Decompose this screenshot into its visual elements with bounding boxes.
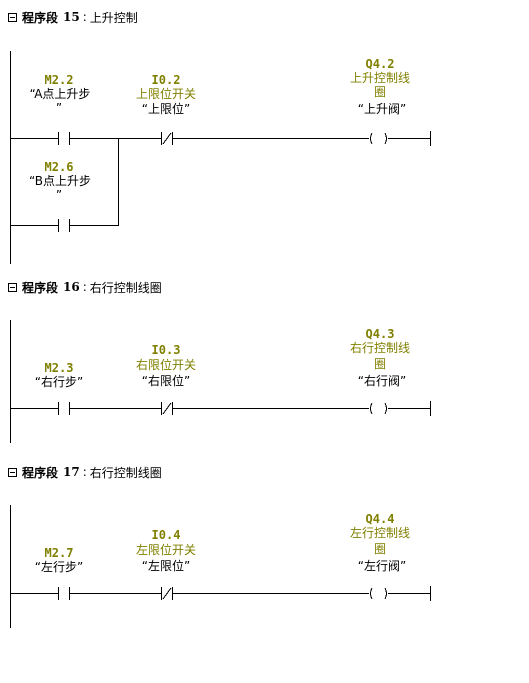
coil-comment-cont: 圈: [373, 542, 386, 556]
network-header[interactable]: 程序段 16 : 右行控制线圈: [8, 278, 162, 296]
coil-comment: 右行控制线: [349, 341, 410, 355]
network-separator: :: [82, 10, 87, 24]
network-separator: :: [82, 465, 87, 479]
coil-q4-2: [370, 132, 387, 145]
coil-address: Q4.2: [365, 57, 395, 71]
network-number: 16: [63, 280, 80, 294]
coil-symbol: “左行阀”: [357, 559, 407, 573]
coil-comment: 左行控制线: [349, 526, 410, 540]
network-prefix: 程序段: [22, 10, 59, 25]
contact-symbol: “左行步”: [34, 560, 84, 574]
nc-contact-i0-3: [161, 402, 173, 415]
collapse-icon[interactable]: [8, 467, 17, 477]
network-prefix: 程序段: [22, 280, 59, 295]
network-header[interactable]: 程序段 17 : 右行控制线圈: [8, 463, 162, 481]
coil-symbol: “右行阀”: [357, 374, 407, 388]
network-header[interactable]: 程序段 15 : 上升控制: [8, 8, 138, 26]
collapse-icon[interactable]: [8, 12, 17, 22]
contact-comment: 左限位开关: [135, 543, 196, 557]
no-contact-m2-3: [58, 402, 70, 415]
no-contact-m2-7: [58, 587, 70, 600]
network-title: 右行控制线圈: [89, 465, 162, 480]
contact-symbol: “左限位”: [141, 559, 191, 573]
contact-symbol-cont: ”: [55, 188, 63, 202]
contact-address: I0.3: [151, 343, 181, 357]
network-title: 上升控制: [89, 10, 138, 25]
network-number: 15: [63, 10, 80, 24]
contact-comment: 上限位开关: [135, 87, 196, 101]
network-title: 右行控制线圈: [89, 280, 162, 295]
coil-symbol: “上升阀”: [357, 102, 407, 116]
no-contact-m2-2: [58, 132, 70, 145]
contact-symbol: “B点上升步: [28, 174, 92, 188]
contact-comment: 右限位开关: [135, 358, 196, 372]
contact-address: M2.7: [44, 546, 74, 560]
contact-address: M2.2: [44, 73, 74, 87]
contact-address: I0.2: [151, 73, 181, 87]
contact-symbol: “右限位”: [141, 374, 191, 388]
network-number: 17: [63, 465, 80, 479]
ladder-rung: [10, 505, 431, 628]
contact-address: M2.3: [44, 361, 74, 375]
coil-address: Q4.3: [365, 327, 395, 341]
collapse-icon[interactable]: [8, 282, 17, 292]
contact-symbol: “A点上升步: [29, 87, 91, 101]
ladder-rung: [10, 320, 431, 443]
network-separator: :: [82, 280, 87, 294]
coil-q4-3: [370, 402, 387, 415]
contact-symbol: “右行步”: [34, 375, 84, 389]
contact-symbol: “上限位”: [141, 102, 191, 116]
network-prefix: 程序段: [22, 465, 59, 480]
ladder-rung: [10, 51, 431, 264]
contact-symbol-cont: ”: [55, 101, 63, 115]
nc-contact-i0-4: [161, 587, 173, 600]
coil-comment-cont: 圈: [373, 357, 386, 371]
coil-comment-cont: 圈: [373, 85, 386, 99]
coil-q4-4: [370, 587, 387, 600]
coil-comment: 上升控制线: [349, 71, 410, 85]
coil-address: Q4.4: [365, 512, 395, 526]
no-contact-m2-6: [58, 219, 70, 232]
contact-address: I0.4: [151, 528, 181, 542]
contact-address: M2.6: [44, 160, 74, 174]
nc-contact-i0-2: [161, 132, 173, 145]
